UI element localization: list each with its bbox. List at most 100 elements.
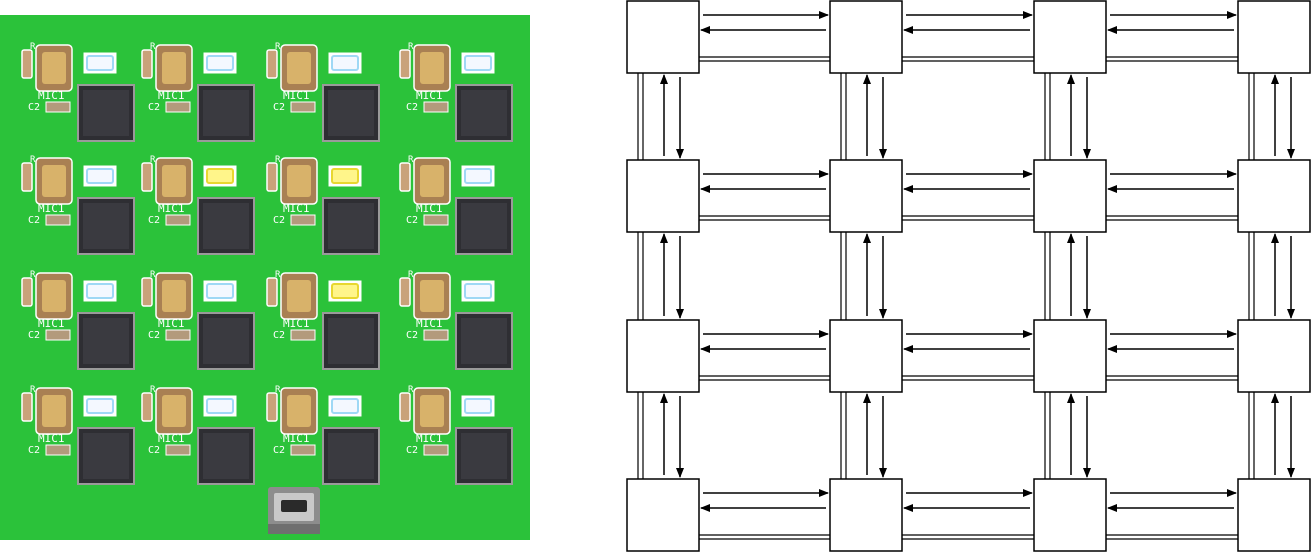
mesh-node [1033,0,1107,74]
resistor [141,162,153,192]
cap-label: C2 [406,330,418,341]
mesh-node [1033,159,1107,233]
cap-label: C2 [406,215,418,226]
capacitor [165,101,191,113]
resistor [141,277,153,307]
chip-label: MIC1 [416,432,443,445]
led [86,283,114,299]
resistor-label: R [30,270,36,280]
mesh-node [829,478,903,552]
resistor [399,277,411,307]
cap-label: C2 [406,102,418,113]
capacitor [423,214,449,226]
led [206,55,234,71]
chip-label: MIC1 [158,432,185,445]
capacitor [165,214,191,226]
resistor [266,392,278,422]
resistor [266,162,278,192]
cap-label: C2 [406,445,418,456]
resistor-label: R [150,385,156,395]
resistor [399,392,411,422]
capacitor [423,329,449,341]
resistor-label: R [275,385,281,395]
cap-label: C2 [28,330,40,341]
chip-label: MIC1 [283,89,310,102]
resistor-label: R [275,155,281,165]
chip-label: MIC1 [38,432,65,445]
resistor [21,162,33,192]
usb-connector [268,487,320,534]
capacitor [45,329,71,341]
led [331,398,359,414]
chip-label: MIC1 [283,432,310,445]
capacitor [290,214,316,226]
chip-label: MIC1 [38,317,65,330]
cap-label: C2 [273,445,285,456]
chip-label: MIC1 [158,202,185,215]
chip-label: MIC1 [158,317,185,330]
mesh-node [1237,319,1311,393]
capacitor [45,444,71,456]
led [86,398,114,414]
resistor [141,49,153,79]
pcb-board-image: RMIC1C2RMIC1C2RMIC1C2RMIC1C2RMIC1C2RMIC1… [0,15,530,540]
mesh-node [1237,159,1311,233]
mesh-node [626,478,700,552]
mesh-node [626,159,700,233]
resistor [21,392,33,422]
resistor-label: R [275,270,281,280]
capacitor [423,444,449,456]
capacitor [290,101,316,113]
resistor-label: R [150,155,156,165]
cap-label: C2 [28,445,40,456]
resistor-label: R [408,385,414,395]
cap-label: C2 [148,445,160,456]
resistor [266,277,278,307]
mesh-node [1033,319,1107,393]
mesh-node [1237,0,1311,74]
chip-label: MIC1 [416,89,443,102]
resistor [141,392,153,422]
cap-label: C2 [148,330,160,341]
resistor [266,49,278,79]
resistor-label: R [30,385,36,395]
capacitor [423,101,449,113]
cap-label: C2 [148,102,160,113]
mesh-node [626,319,700,393]
resistor-label: R [30,155,36,165]
resistor-label: R [150,270,156,280]
chip-label: MIC1 [158,89,185,102]
mesh-node [626,0,700,74]
resistor-label: R [408,155,414,165]
led [86,168,114,184]
led [331,283,359,299]
resistor [399,162,411,192]
cap-label: C2 [28,102,40,113]
mesh-node [829,0,903,74]
cap-label: C2 [148,215,160,226]
chip-label: MIC1 [416,317,443,330]
resistor-label: R [408,270,414,280]
resistor-label: R [275,42,281,52]
capacitor [45,214,71,226]
led [206,283,234,299]
led [206,398,234,414]
mesh-node [1033,478,1107,552]
capacitor [165,329,191,341]
resistor-label: R [408,42,414,52]
mesh-node [829,319,903,393]
cap-label: C2 [273,215,285,226]
